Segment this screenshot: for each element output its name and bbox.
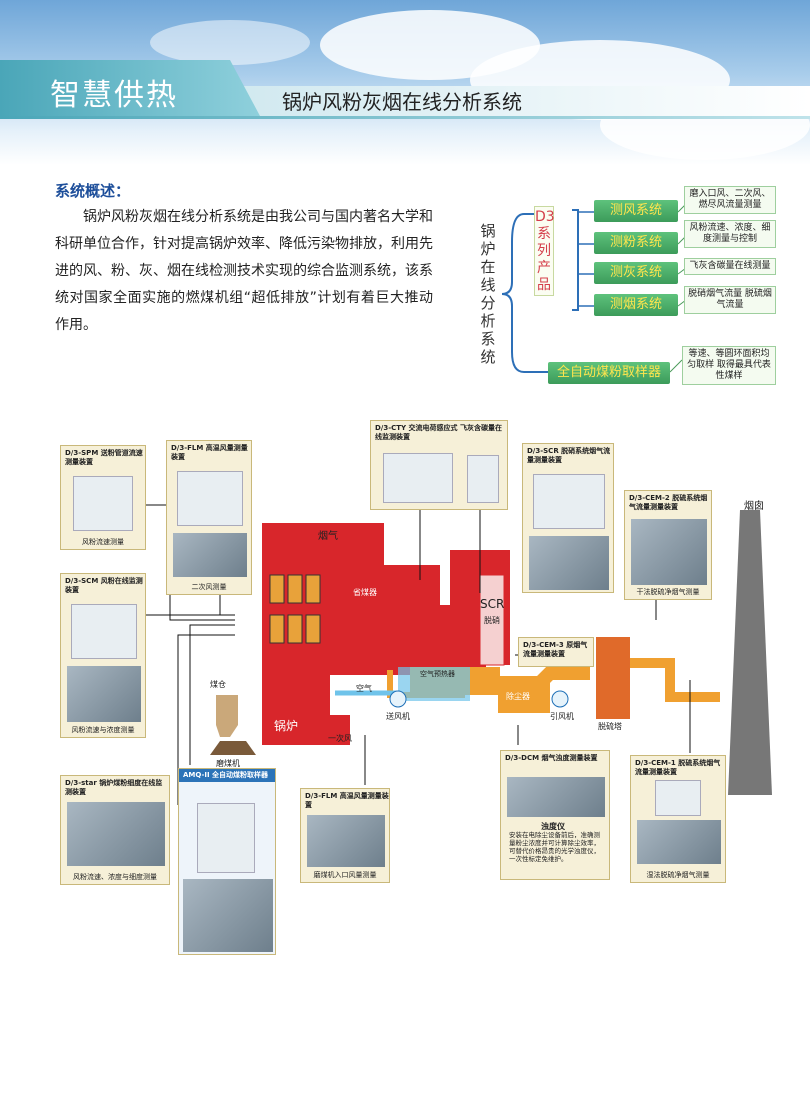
device-cem-1: D/3-CEM-1 脱硫系统烟气流量测量装置 湿法脱硫净烟气测量: [630, 755, 726, 883]
device-flm-1: D/3-FLM 高温风量测量装置 二次风测量: [166, 440, 252, 595]
label-smoke: 烟气: [318, 531, 338, 542]
label-scr: SCR: [480, 597, 505, 611]
device-dcm: D/3-DCM 烟气浊度测量装置 浊度仪 安装在电除尘设备前后，准确测量粉尘浓度…: [500, 750, 610, 880]
overview-heading: 系统概述：: [55, 182, 131, 200]
process-diagram: D/3-SPM 送粉管道流速测量装置 风粉流速测量 D/3-FLM 高温风量测量…: [60, 415, 780, 955]
dcm-note: 安装在电除尘设备前后，准确测量粉尘浓度并可计算除尘效率，可替代价格昂贵的光学浊度…: [509, 831, 600, 863]
device-scm: D/3-SCM 风粉在线监测装置 风粉流速与浓度测量: [60, 573, 146, 738]
device-cty: D/3-CTY 交流电荷感应式 飞灰含碳量在线监测装置: [370, 420, 508, 510]
device-flm-2: D/3-FLM 高温风量测量装置 磨煤机入口风量测量: [300, 788, 390, 883]
label-denox: 脱硝: [484, 616, 500, 625]
label-dust: 除尘器: [506, 692, 530, 701]
product-sampler: 全自动煤粉取样器: [548, 362, 670, 384]
label-economizer: 省煤器: [353, 588, 377, 597]
device-scr: D/3-SCR 脱硝系统烟气流量测量装置: [522, 443, 614, 593]
device-spm: D/3-SPM 送粉管道流速测量装置 风粉流速测量: [60, 445, 146, 550]
label-id-fan: 引风机: [550, 712, 574, 721]
classification-brackets: [501, 203, 687, 373]
product-powder-desc: 风粉流速、浓度、细度测量与控制: [684, 220, 776, 248]
section-banner: [0, 60, 260, 116]
label-fan: 送风机: [386, 712, 410, 721]
product-flue-desc: 脱硝烟气流量 脱硫烟气流量: [684, 286, 776, 314]
product-powder: 测粉系统: [594, 232, 678, 254]
system-classification: 锅炉在线分析系统 D3系列产品 测风系统 测粉系统 测灰系统 测烟系统 全自动煤…: [478, 182, 780, 385]
label-air: 空气: [356, 684, 372, 693]
device-star: D/3-star 锅炉煤粉细度在线监测装置 风粉流速、浓度与细度测量: [60, 775, 170, 885]
label-boiler: 锅炉: [274, 719, 299, 733]
product-ash-desc: 飞灰含碳量在线测量: [684, 258, 776, 275]
device-cem-3: D/3-CEM-3 原烟气流量测量装置: [518, 637, 594, 667]
product-wind: 测风系统: [594, 200, 678, 222]
device-cem-2: D/3-CEM-2 脱硫系统烟气流量测量装置 干法脱硫净烟气测量: [624, 490, 712, 600]
page-subtitle: 锅炉风粉灰烟在线分析系统: [282, 90, 522, 114]
label-desulf: 脱硫塔: [598, 722, 622, 731]
label-primary-air: 一次风: [328, 734, 352, 743]
overview-body: 锅炉风粉灰烟在线分析系统是由我公司与国内著名大学和科研单位合作，针对提高锅炉效率…: [55, 209, 433, 333]
banner-title: 智慧供热: [50, 78, 178, 113]
label-chimney: 烟囱: [744, 501, 764, 512]
label-air-preheater: 空气预热器: [420, 670, 455, 678]
product-ash: 测灰系统: [594, 262, 678, 284]
subtitle-bar: [210, 86, 810, 116]
process-flow: [146, 455, 772, 805]
device-amq: AMQ-II 全自动煤粉取样器: [178, 768, 276, 955]
label-coal-bin: 煤仓: [210, 680, 226, 689]
product-wind-desc: 磨入口风、二次风、燃尽风流量测量: [684, 186, 776, 214]
label-mill: 磨煤机: [216, 759, 240, 768]
series-label: D3系列产品: [534, 206, 555, 296]
product-flue: 测烟系统: [594, 294, 678, 316]
header-divider: [0, 116, 810, 119]
classification-root: 锅炉在线分析系统: [480, 222, 496, 366]
product-sampler-desc: 等速、等圆环面积均匀取样 取得最具代表性煤样: [682, 346, 776, 385]
